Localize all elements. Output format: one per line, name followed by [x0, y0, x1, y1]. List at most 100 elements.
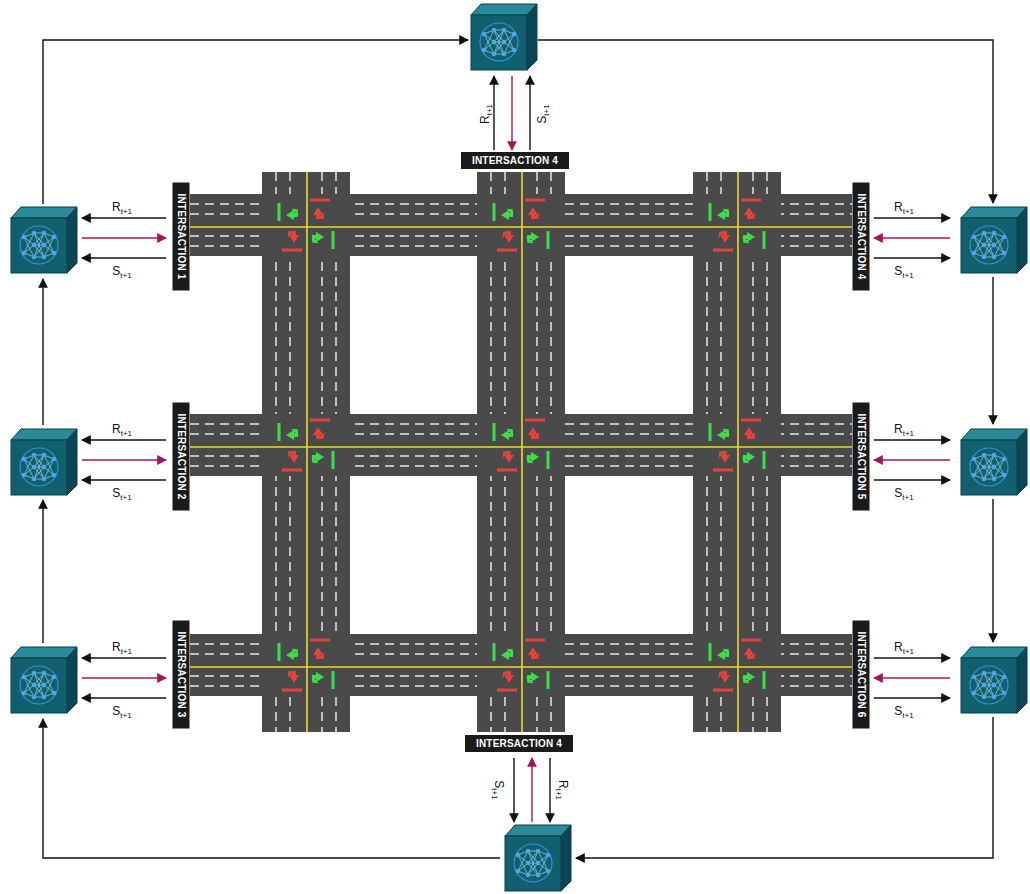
- agent-cube: [961, 207, 1027, 273]
- traffic-signal: [494, 640, 548, 690]
- neural-net-icon: [970, 226, 1008, 264]
- crossing: [693, 414, 781, 476]
- signal-subscript: t+1: [485, 104, 494, 115]
- signal-label: St+1: [894, 483, 913, 501]
- intersection-name: INTERSACTION 4: [472, 155, 558, 166]
- neural-net-icon: [970, 448, 1008, 486]
- roads: [190, 172, 852, 732]
- signal-label: St+1: [894, 701, 913, 719]
- signal-arrow: [82, 459, 166, 460]
- signal-label: Rt+1: [894, 419, 914, 437]
- signal-subscript: t+1: [542, 104, 551, 115]
- signal-label: St+1: [112, 261, 131, 279]
- signal-symbol: S: [112, 486, 120, 500]
- signal-arrow: [513, 758, 514, 822]
- neural-net-icon: [480, 23, 518, 61]
- crossing: [477, 414, 565, 476]
- crossing: [693, 634, 781, 696]
- signal-subscript: t+1: [903, 207, 914, 216]
- signal-arrow: [529, 76, 530, 150]
- signal-arrow: [82, 697, 166, 698]
- signal-symbol: R: [894, 422, 903, 436]
- signal-symbol: S: [894, 704, 902, 718]
- intersection-name: INTERSACTION 3: [176, 631, 187, 717]
- signal-arrow: [531, 758, 532, 822]
- signal-label: Rt+1: [555, 780, 573, 800]
- intersection-label: INTERSACTION 4: [853, 182, 870, 290]
- vertical-road: [693, 172, 781, 732]
- neural-net-icon: [20, 226, 58, 264]
- signal-symbol: S: [492, 780, 506, 788]
- signal-arrow: [82, 217, 166, 218]
- signal-subscript: t+1: [903, 647, 914, 656]
- crossing: [262, 194, 350, 256]
- signal-subscript: t+1: [120, 711, 131, 720]
- intersection-name: INTERSACTION 4: [476, 738, 562, 749]
- agent-cube: [505, 825, 571, 891]
- signal-subscript: t+1: [120, 493, 131, 502]
- signal-label: Rt+1: [894, 197, 914, 215]
- centre-line: [190, 446, 852, 448]
- signal-symbol: S: [112, 264, 120, 278]
- traffic-signal: [710, 200, 764, 250]
- centre-line: [306, 172, 308, 732]
- traffic-signal: [710, 420, 764, 470]
- signal-symbol: S: [112, 704, 120, 718]
- signal-label: St+1: [112, 701, 131, 719]
- signal-subscript: t+1: [903, 429, 914, 438]
- centre-line: [737, 172, 739, 732]
- signal-arrow: [82, 479, 166, 480]
- signal-label: St+1: [491, 780, 509, 799]
- signal-subscript: t+1: [554, 789, 563, 800]
- loop-arrow: [992, 277, 993, 424]
- traffic-signal: [279, 200, 333, 250]
- signal-label: Rt+1: [112, 197, 132, 215]
- signal-arrow: [82, 439, 166, 440]
- signal-subscript: t+1: [902, 493, 913, 502]
- signal-label: St+1: [532, 104, 550, 123]
- loop-arrow: [43, 719, 500, 858]
- signal-subscript: t+1: [121, 207, 132, 216]
- signal-arrow: [874, 217, 950, 218]
- intersection-label: INTERSACTION 1: [173, 182, 190, 290]
- agent-cube: [11, 429, 77, 495]
- intersection-name: INTERSACTION 2: [176, 413, 187, 499]
- loop-arrow: [576, 717, 993, 858]
- intersection-label: INTERSACTION 2: [173, 402, 190, 510]
- signal-symbol: S: [894, 264, 902, 278]
- signal-arrow: [874, 257, 950, 258]
- signal-label: St+1: [894, 261, 913, 279]
- signal-arrow: [511, 76, 512, 150]
- centre-line: [190, 226, 852, 228]
- signal-label: Rt+1: [475, 104, 493, 124]
- traffic-signal: [279, 420, 333, 470]
- horizontal-road: [190, 194, 852, 256]
- traffic-signal: [279, 640, 333, 690]
- signal-arrow: [82, 237, 166, 238]
- signal-subscript: t+1: [121, 429, 132, 438]
- signal-arrow: [82, 677, 166, 678]
- intersection-name: INTERSACTION 5: [856, 413, 867, 499]
- loop-arrow: [992, 499, 993, 642]
- agent-cube: [471, 4, 537, 70]
- intersection-name: INTERSACTION 6: [856, 631, 867, 717]
- signal-subscript: t+1: [121, 647, 132, 656]
- signal-arrow: [82, 257, 166, 258]
- signal-label: St+1: [112, 483, 131, 501]
- crossing: [477, 194, 565, 256]
- intersection-label: INTERSACTION 5: [853, 402, 870, 510]
- traffic-signal: [710, 640, 764, 690]
- signal-subscript: t+1: [902, 711, 913, 720]
- intersection-label: INTERSACTION 6: [853, 620, 870, 728]
- loop-arrow: [43, 40, 468, 204]
- signal-symbol: R: [894, 200, 903, 214]
- loop-arrow: [42, 279, 43, 425]
- crossing: [693, 194, 781, 256]
- signal-arrow: [874, 657, 950, 658]
- agent-cube: [11, 647, 77, 713]
- signal-arrow: [82, 657, 166, 658]
- crossing: [262, 634, 350, 696]
- signal-subscript: t+1: [490, 788, 499, 799]
- signal-arrow: [874, 237, 950, 238]
